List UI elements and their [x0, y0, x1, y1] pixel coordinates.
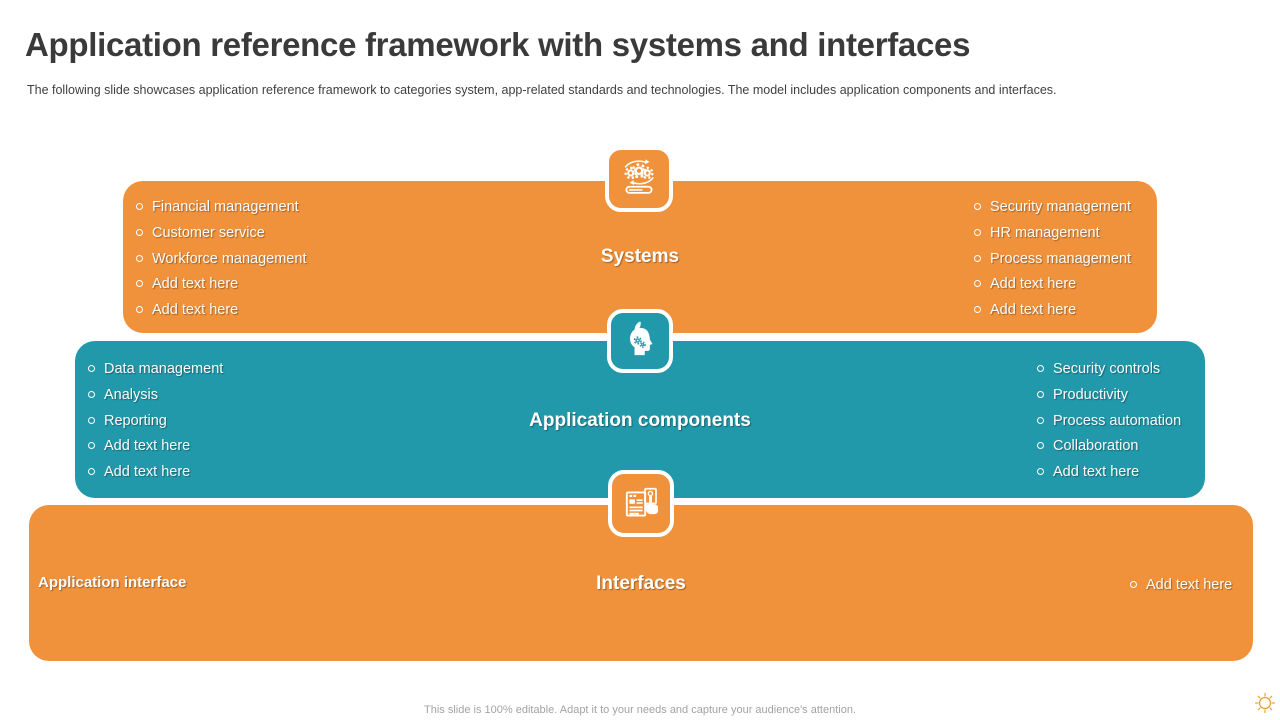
list-item: Add text here	[88, 434, 223, 460]
band-label-application-components: Application components	[529, 410, 751, 431]
list-item-label: Add text here	[990, 276, 1077, 293]
list-item: Security controls	[1037, 357, 1181, 383]
bullet-icon	[1037, 416, 1044, 424]
bullet-icon	[1037, 442, 1044, 450]
bullet-icon	[1130, 581, 1137, 588]
list-item: Analysis	[88, 383, 223, 409]
list-item: Add text here	[974, 298, 1131, 324]
list-item: Customer service	[136, 221, 306, 247]
bullet-icon	[1037, 365, 1044, 372]
band-label-interfaces: Interfaces	[596, 573, 686, 594]
list-item: Financial management	[136, 195, 306, 221]
list-item: Collaboration	[1037, 434, 1181, 460]
list-item: Data management	[88, 357, 223, 383]
band-label-systems: Systems	[600, 246, 680, 267]
list-item-label: Security controls	[1053, 361, 1161, 377]
list-item-label: HR management	[990, 224, 1100, 241]
list-item-label: Data management	[104, 361, 224, 377]
list-item: Productivity	[1037, 383, 1181, 409]
list-item-label: Reporting	[104, 412, 167, 429]
list-item-label: Add text here	[152, 276, 239, 293]
webpage-touch-icon	[608, 470, 674, 537]
systems-left-list: Financial management Customer service Wo…	[136, 195, 306, 324]
list-item: Add text here	[136, 298, 306, 324]
list-item-label: Process management	[990, 250, 1132, 267]
bullet-icon	[1037, 390, 1044, 398]
sun-logo-icon	[1252, 690, 1278, 716]
list-item-label: Security management	[990, 199, 1132, 215]
list-item: Add text here	[1130, 573, 1232, 599]
bullet-icon	[136, 228, 143, 236]
interfaces-right-list: Add text here	[1130, 573, 1232, 599]
list-item: Process management	[974, 247, 1131, 273]
list-item-label: Add text here	[104, 464, 191, 481]
page-title: Application reference framework with sys…	[25, 26, 971, 63]
list-item-label: Collaboration	[1053, 438, 1139, 455]
list-item: Add text here	[1037, 460, 1181, 486]
bullet-icon	[88, 365, 95, 372]
bullet-icon	[974, 228, 981, 236]
gears-sync-icon	[605, 146, 673, 212]
list-item-label: Financial management	[152, 199, 299, 215]
components-left-list: Data management Analysis Reporting Add t…	[88, 357, 223, 486]
components-right-list: Security controls Productivity Process a…	[1037, 357, 1181, 486]
list-item-label: Add text here	[1146, 577, 1233, 593]
application-interface-label: Application interface	[38, 574, 187, 591]
bullet-icon	[136, 203, 143, 210]
list-item: Workforce management	[136, 247, 306, 273]
list-item-label: Productivity	[1053, 386, 1128, 403]
bullet-icon	[88, 442, 95, 450]
head-gears-icon	[607, 309, 673, 373]
page-subtitle: The following slide showcases applicatio…	[27, 83, 1057, 97]
list-item-label: Process automation	[1053, 412, 1182, 429]
bullet-icon	[974, 254, 981, 262]
bullet-icon	[88, 416, 95, 424]
list-item-label: Add text here	[152, 302, 239, 319]
list-item-label: Add text here	[1053, 464, 1140, 481]
list-item: Reporting	[88, 409, 223, 435]
list-item-label: Add text here	[104, 438, 191, 455]
list-item: Add text here	[88, 460, 223, 486]
list-item: HR management	[974, 221, 1131, 247]
list-item: Add text here	[136, 272, 306, 298]
footer-note: This slide is 100% editable. Adapt it to…	[424, 704, 856, 716]
bullet-icon	[136, 306, 143, 314]
list-item-label: Analysis	[104, 386, 158, 403]
bullet-icon	[974, 203, 981, 210]
list-item: Add text here	[974, 272, 1131, 298]
list-item: Security management	[974, 195, 1131, 221]
bullet-icon	[974, 306, 981, 314]
list-item-label: Add text here	[990, 302, 1077, 319]
bullet-icon	[1037, 468, 1044, 476]
bullet-icon	[136, 254, 143, 262]
list-item-label: Customer service	[152, 224, 265, 241]
list-item: Process automation	[1037, 409, 1181, 435]
systems-right-list: Security management HR management Proces…	[974, 195, 1131, 324]
bullet-icon	[88, 468, 95, 476]
bullet-icon	[136, 280, 143, 288]
bullet-icon	[974, 280, 981, 288]
bullet-icon	[88, 390, 95, 398]
list-item-label: Workforce management	[152, 250, 307, 267]
